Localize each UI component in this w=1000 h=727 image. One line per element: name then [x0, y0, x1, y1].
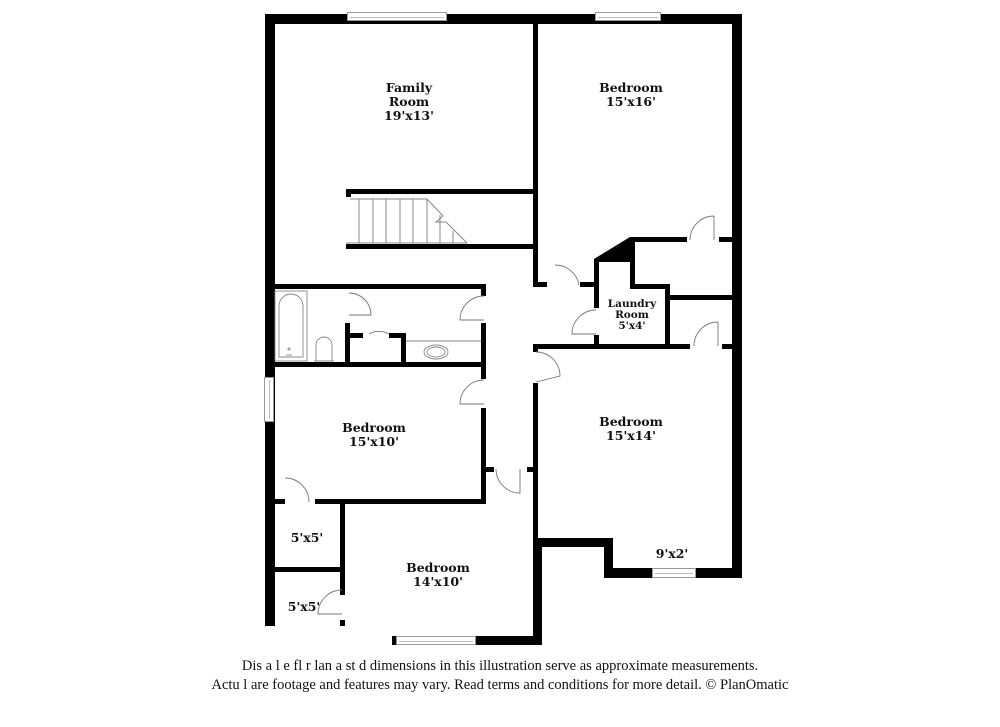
window-bedroom-sw	[396, 636, 476, 645]
wc-wall-top	[345, 333, 363, 338]
bedroom-w-bottom	[315, 499, 486, 504]
door-closet-ne-upper	[689, 215, 715, 241]
hall-door-stub-left	[484, 467, 494, 472]
room-label-closet-upper: 5'x5'	[290, 530, 324, 545]
door-bedroom-ne	[554, 264, 580, 286]
stair-wall-top	[346, 189, 536, 194]
door-hall-linen	[495, 468, 521, 494]
disclaimer: Dis a l e fl r lan a st d dimensions in …	[0, 657, 1000, 695]
laundry-inner-vertical	[630, 237, 635, 288]
door-wc	[368, 330, 390, 335]
laundry-left-stub	[594, 335, 599, 347]
bedroom-e-left-wall	[533, 383, 538, 541]
laundry-top-inner	[630, 284, 670, 289]
closet-ne-top	[630, 237, 687, 242]
door-closet-ne-lower	[693, 321, 719, 347]
room-label-bedroom-e: Bedroom 15'x14'	[599, 414, 663, 443]
room-label-laundry: Laundry Room 5'x4'	[607, 298, 657, 332]
stair-wall-top-corner	[346, 189, 351, 197]
bath-wall-right-lower	[481, 323, 486, 367]
bath-wall-top	[273, 284, 485, 289]
window-family-room	[347, 12, 447, 21]
door-bedroom-e	[535, 351, 561, 383]
bedroom-w-bottom-left	[273, 499, 285, 504]
window-bedroom-ne	[595, 12, 661, 21]
window-bedroom-w	[264, 377, 274, 422]
door-bath-hall	[459, 295, 485, 321]
bedroom-sw-right-wall	[533, 538, 542, 644]
wc-wall-right	[401, 333, 406, 365]
hall-door-stub-right	[527, 467, 535, 472]
stair-wall-bottom	[346, 244, 536, 249]
laundry-right-wall	[665, 287, 670, 347]
room-label-family-room: Family Room 19'x13'	[384, 80, 434, 123]
sink-icon	[406, 340, 481, 360]
laundry-left-wall	[594, 259, 599, 308]
stairs-icon	[346, 198, 468, 244]
wc-wall-top2	[389, 333, 405, 338]
door-closet-upper	[284, 477, 310, 503]
closet-divider-vertical	[340, 502, 345, 595]
room-label-nook: 9'x2'	[655, 546, 689, 561]
window-nook	[652, 568, 696, 578]
door-bath-inner	[348, 292, 372, 316]
wall-family-bedroom	[533, 14, 538, 286]
bedroom-w-right-lower	[481, 408, 486, 504]
wall-hall-stub	[533, 282, 547, 287]
closet-ne-divider	[667, 295, 735, 300]
room-label-bedroom-w: Bedroom 15'x10'	[342, 420, 406, 449]
bedroom-w-right-upper	[481, 367, 486, 379]
disclaimer-line-2: Actu l are footage and features may vary…	[211, 677, 789, 693]
closet-divider-horizontal	[273, 567, 345, 572]
closet-ne-top-right	[719, 237, 734, 242]
room-label-closet-lower: 5'x5'	[287, 599, 321, 614]
room-label-bedroom-sw: Bedroom 14'x10'	[406, 560, 470, 589]
bedroom-ne-bottom-stub	[580, 282, 596, 287]
toilet-icon	[314, 336, 334, 362]
outer-wall-top	[265, 14, 742, 24]
laundry-diagonal-wall	[594, 237, 635, 262]
door-bedroom-w	[459, 379, 485, 405]
image-artifact	[262, 626, 392, 651]
bedroom-e-top-right	[722, 344, 736, 349]
outer-wall-right	[732, 14, 742, 578]
wc-wall-left	[345, 323, 350, 365]
nook-wall-left	[604, 538, 613, 578]
disclaimer-line-1: Dis a l e fl r lan a st d dimensions in …	[241, 658, 759, 674]
bedroom-e-top	[533, 344, 690, 349]
outer-wall-left	[265, 14, 275, 644]
room-label-bedroom-ne: Bedroom 15'x16'	[599, 80, 663, 109]
bath-wall-bottom	[273, 362, 485, 367]
door-closet-lower	[317, 589, 343, 615]
nook-wall-top	[538, 538, 613, 547]
door-laundry	[571, 309, 597, 335]
bathtub-icon	[274, 290, 308, 362]
bath-wall-right-upper	[481, 284, 486, 296]
